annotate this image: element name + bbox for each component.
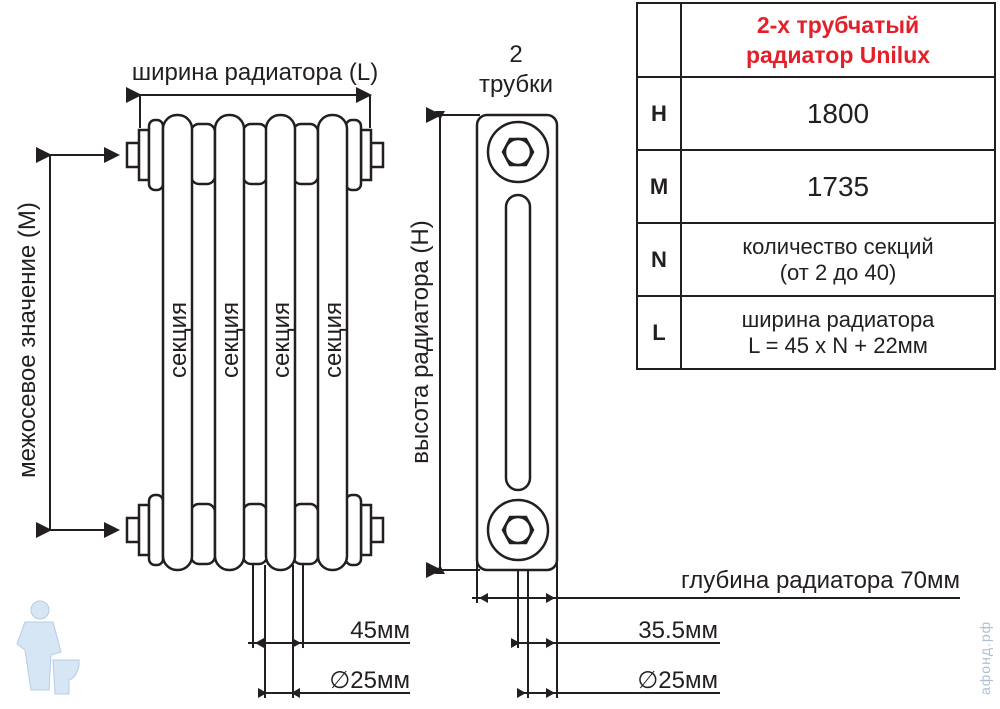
- axis-distance-label: межосевое значение (М): [14, 202, 41, 478]
- section-label-3: секция: [268, 302, 295, 378]
- height-label: высота радиатора (H): [407, 220, 434, 464]
- section-label-4: секция: [320, 302, 347, 378]
- arrowheads: [255, 111, 555, 698]
- tubes-label: трубки: [479, 71, 553, 98]
- tube-1: [161, 113, 194, 572]
- tube-3: [264, 113, 297, 572]
- plumber-logo-icon: [16, 600, 80, 695]
- tube-4: [316, 113, 349, 572]
- width-label: ширина радиатора (L): [132, 59, 378, 86]
- front-view: [125, 113, 385, 572]
- right-top-fitting: [369, 141, 385, 169]
- labels: ширина радиатора (L) 2 трубки межосевое …: [14, 41, 960, 694]
- diameter-front-label: ∅25мм: [329, 667, 410, 694]
- right-bottom-fitting: [369, 516, 385, 544]
- watermark: афонд.рф: [977, 621, 993, 695]
- diameter-side-label: ∅25мм: [637, 667, 718, 694]
- tubes-count: 2: [509, 41, 522, 68]
- tube-2: [213, 113, 246, 572]
- depth-label: глубина радиатора 70мм: [681, 567, 960, 594]
- side-slot: [504, 193, 532, 492]
- section-label-2: секция: [217, 302, 244, 378]
- left-bottom-fitting: [125, 516, 141, 544]
- side-view: [475, 113, 559, 572]
- section-label-1: секция: [165, 302, 192, 378]
- left-top-fitting: [125, 141, 141, 169]
- pitch-label: 45мм: [350, 617, 410, 644]
- offset-label: 35.5мм: [638, 617, 718, 644]
